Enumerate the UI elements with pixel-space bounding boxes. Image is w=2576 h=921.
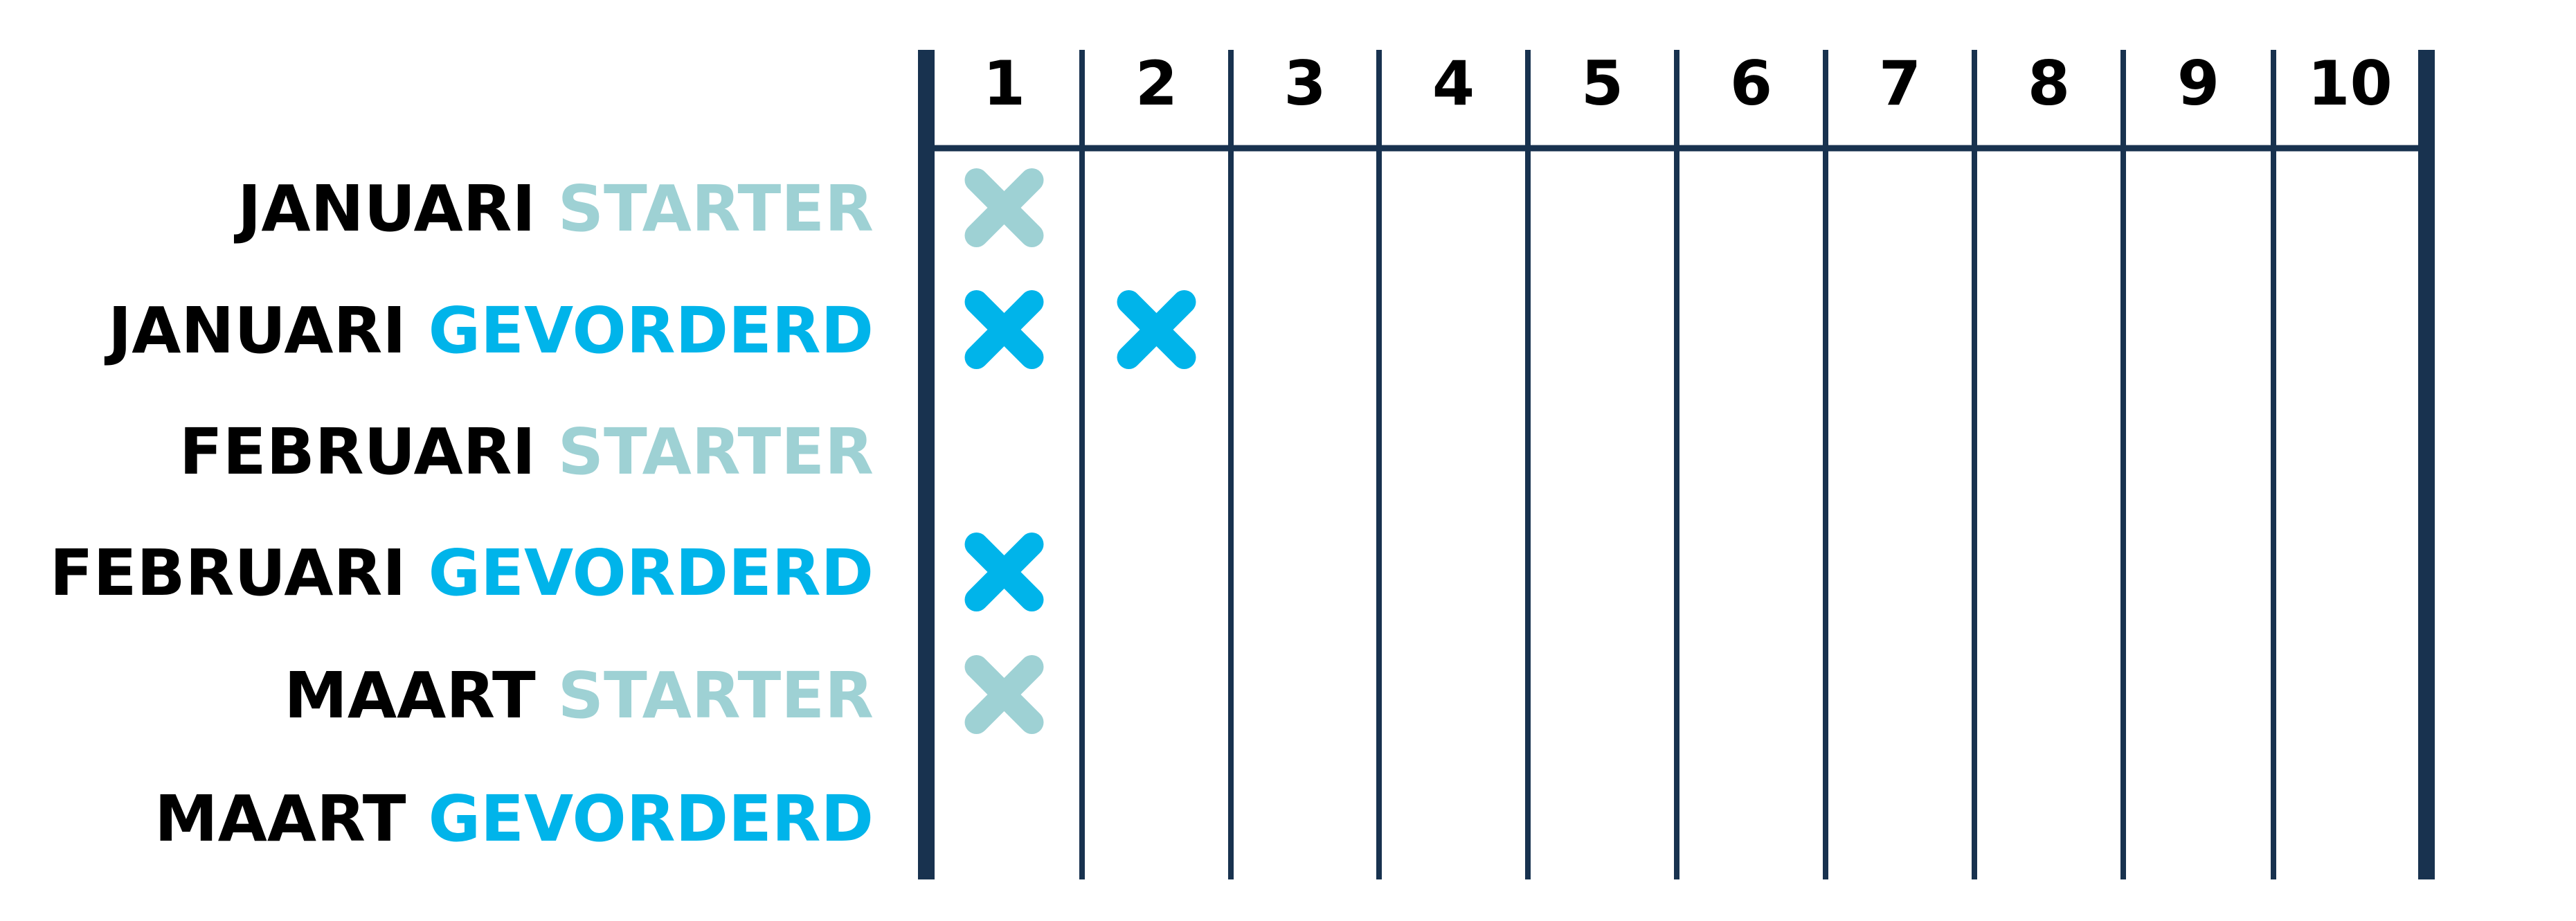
row-label-text: JANUARI STARTER: [233, 172, 874, 246]
month-name: JANUARI: [233, 172, 536, 246]
column-header-9: 9: [2177, 48, 2219, 119]
cross-marks: [964, 168, 1196, 734]
row-label-text: FEBRUARI GEVORDERD: [50, 536, 874, 610]
cross-mark-icon: [1117, 290, 1196, 369]
row-label-text: MAART STARTER: [284, 659, 874, 733]
level-name: GEVORDERD: [429, 294, 874, 368]
month-name: JANUARI: [104, 294, 406, 368]
level-name: STARTER: [558, 659, 874, 733]
cross-mark-icon: [964, 533, 1044, 611]
month-name: MAART: [154, 782, 406, 856]
level-name: GEVORDERD: [429, 536, 874, 610]
row-label-maart-starter: MAART STARTER: [284, 659, 874, 733]
level-name: STARTER: [558, 172, 874, 246]
row-label-februari-starter: FEBRUARI STARTER: [179, 415, 874, 489]
column-header-5: 5: [1581, 48, 1623, 119]
level-name: GEVORDERD: [429, 782, 874, 856]
column-header-2: 2: [1135, 48, 1178, 119]
column-header-6: 6: [1730, 48, 1772, 119]
grid-lines: [918, 50, 2435, 879]
row-label-text: JANUARI GEVORDERD: [104, 294, 874, 368]
level-name: STARTER: [558, 415, 874, 489]
row-label-text: MAART GEVORDERD: [154, 782, 874, 856]
month-name: MAART: [284, 659, 536, 733]
month-name: FEBRUARI: [179, 415, 536, 489]
column-header-10: 10: [2307, 48, 2392, 119]
column-header-8: 8: [2028, 48, 2070, 119]
column-header-7: 7: [1879, 48, 1921, 119]
column-header-1: 1: [983, 48, 1025, 119]
row-label-februari-gevorderd: FEBRUARI GEVORDERD: [50, 536, 874, 610]
column-header-4: 4: [1432, 48, 1475, 119]
cross-mark-icon: [964, 290, 1044, 369]
row-label-januari-gevorderd: JANUARI GEVORDERD: [104, 294, 874, 368]
column-header-3: 3: [1284, 48, 1326, 119]
cross-mark-icon: [964, 168, 1044, 247]
column-headers: 1 2 3 4 5 6 7 8 9 10: [983, 48, 2393, 119]
row-label-text: FEBRUARI STARTER: [179, 415, 874, 489]
cross-mark-icon: [964, 655, 1044, 734]
row-label-januari-starter: JANUARI STARTER: [233, 172, 874, 246]
month-name: FEBRUARI: [50, 536, 406, 610]
row-label-maart-gevorderd: MAART GEVORDERD: [154, 782, 874, 856]
